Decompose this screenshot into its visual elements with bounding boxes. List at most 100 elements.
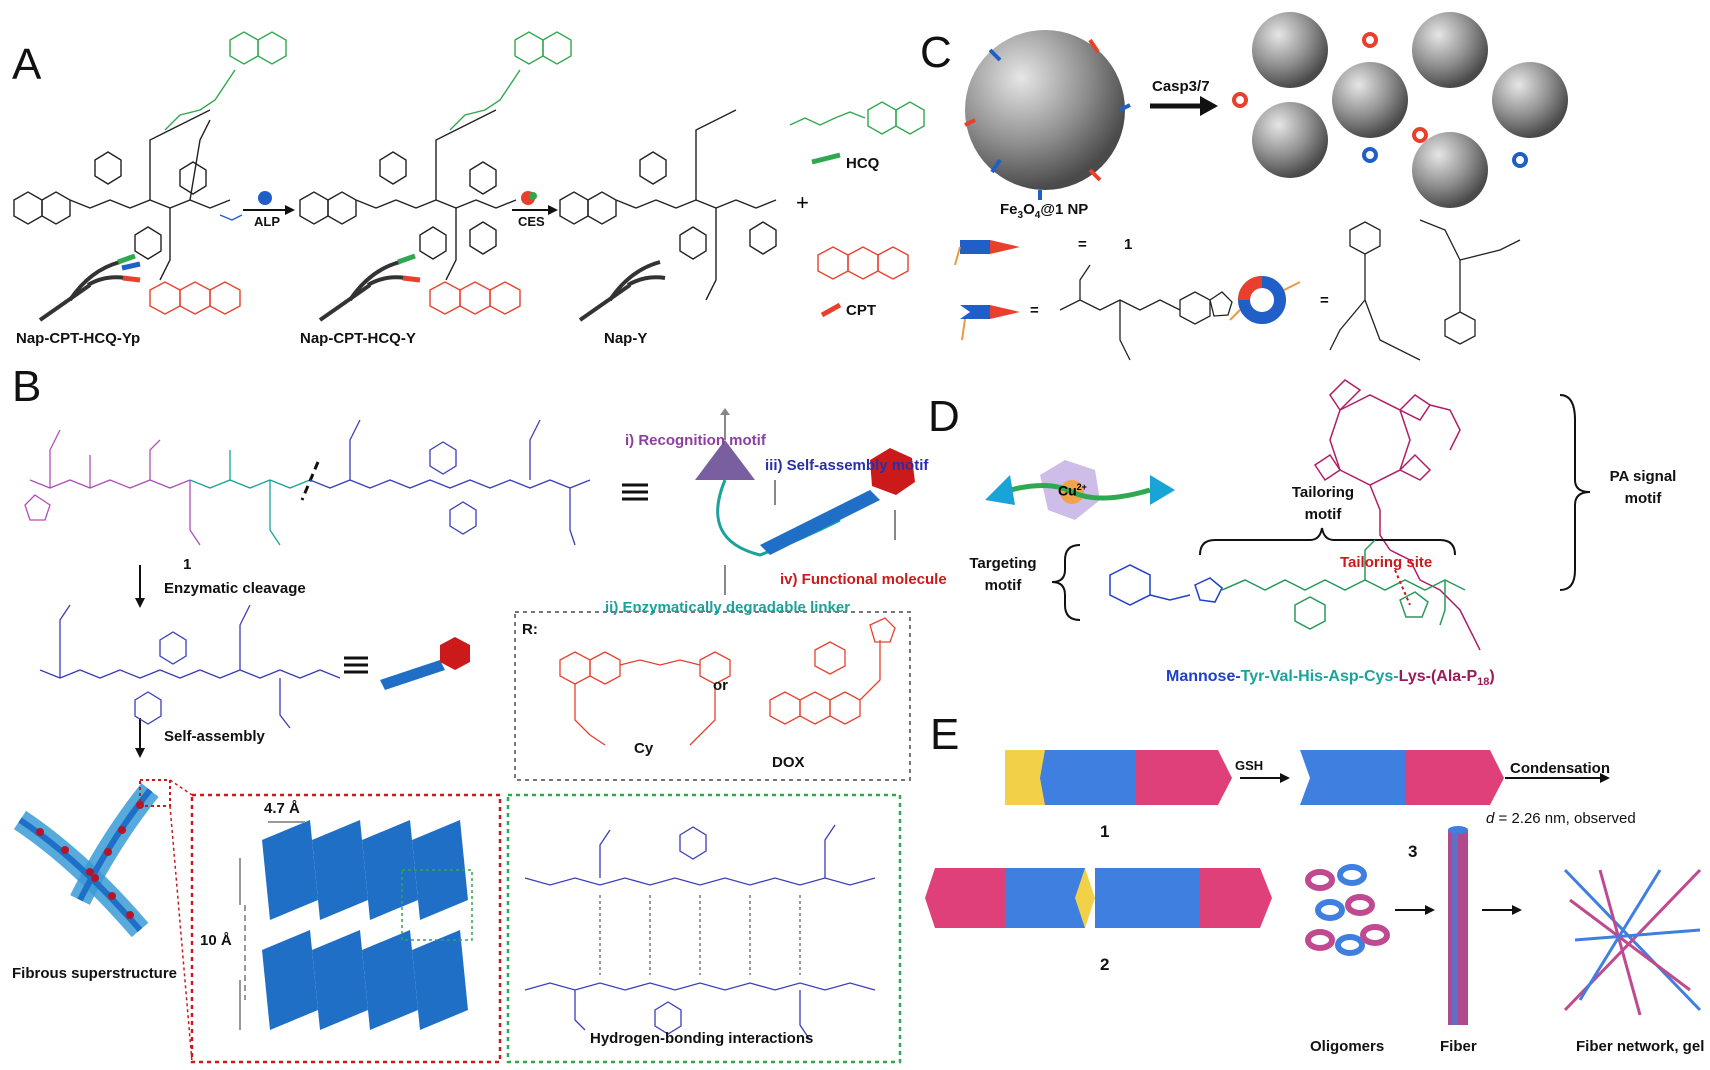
brace-pa: [1559, 394, 1591, 591]
nanoparticle-icon: [965, 30, 1125, 190]
recognition-motif-label: i) Recognition motif: [625, 432, 766, 449]
zoom-box-small: [139, 779, 171, 807]
assembled-functional-icon: [440, 637, 470, 670]
trident-2: [318, 253, 421, 322]
cpt-moiety-2: [429, 281, 521, 315]
zoom-box-red: [190, 793, 502, 1064]
tailoring-site-label: Tailoring site: [1340, 554, 1433, 571]
fibrous-superstructure-label: Fibrous superstructure: [12, 965, 178, 982]
legend-eq-2: =: [1030, 302, 1039, 319]
linker-structure: [189, 450, 311, 546]
arrow-alp: [243, 191, 295, 215]
compound-1-label-e: 1: [1100, 822, 1110, 841]
compound-1-label-b: 1: [183, 556, 192, 573]
cpt-label: CPT: [846, 302, 876, 319]
enzyme-alp-label: ALP: [254, 214, 280, 229]
stage-fiber: Fiber: [1440, 1038, 1477, 1055]
panel-d-letter: D: [928, 392, 960, 441]
assembled-strand-icon: [380, 660, 445, 690]
hbond-lines: [599, 895, 801, 975]
legend-eq-1: =: [1078, 236, 1087, 253]
stage-fiber-network: Fiber network, gel: [1576, 1038, 1705, 1055]
spacing-label-b: 10 Å: [200, 932, 232, 949]
plus-sign: +: [796, 190, 809, 215]
arrow-ces: [512, 191, 558, 215]
cu-label: Cu2+: [1058, 482, 1087, 499]
panel-a-letter: A: [12, 40, 42, 89]
nap-cpt-hcq-y-structure: [299, 109, 517, 281]
equivalent-sign-2: [344, 656, 368, 674]
peptide-d-structure: [1221, 539, 1466, 630]
hcq-rod-icon: [811, 152, 841, 165]
observed-diameter-label: d = 2.26 nm, observed: [1486, 810, 1636, 827]
r-label: R:: [522, 621, 538, 638]
or-label: or: [713, 677, 728, 694]
panel-b-letter: B: [12, 362, 42, 411]
brace-tailoring: [1199, 527, 1456, 556]
compound-1-bar: [1005, 750, 1232, 805]
hbond-box: [506, 793, 902, 1064]
self-assembly-structure: [309, 419, 591, 546]
cy-structure: [559, 651, 731, 746]
arrow-condensation: [1505, 773, 1610, 783]
cleavage-site-mark: [300, 461, 320, 501]
peptide-end-left-icon: [985, 475, 1015, 505]
nap-cpt-hcq-yp-structure: [13, 109, 231, 281]
pa-signal-label: PA signal motif: [1609, 468, 1677, 507]
legend-peptide-2: [960, 305, 1020, 341]
nanoparticle-label: Fe3O4@1 NP: [1000, 201, 1089, 221]
hcq-moiety-1: [164, 31, 287, 131]
stage-oligomers: Oligomers: [1310, 1038, 1385, 1055]
step-self-assembly: Self-assembly: [164, 728, 265, 745]
compound-3-label-e: 3: [1408, 842, 1418, 861]
arrow-casp: [1150, 96, 1218, 116]
functional-molecule-label: iv) Functional molecule: [780, 571, 947, 588]
nanoparticle-peptides: [964, 38, 1131, 200]
nap-y-structure: [559, 109, 777, 301]
cpt-rod-icon: [820, 302, 842, 318]
cleaved-peptide-structure: [39, 604, 341, 729]
trident-1: [38, 253, 141, 322]
functional-molecule-icon: [870, 448, 915, 495]
linker-label: ii) Enzymatically degradable linker: [605, 599, 851, 616]
tailoring-motif-label: Tailoring motif: [1291, 484, 1355, 523]
enzyme-ces-label: CES: [518, 214, 545, 229]
beta-strand-icon: [760, 490, 880, 555]
r-group-box: [514, 611, 911, 781]
condensation-label: Condensation: [1510, 760, 1610, 777]
legend-eq-3: =: [1320, 292, 1329, 309]
recognition-motif-structure: [24, 429, 201, 546]
legend-peptide-1: [954, 240, 1020, 266]
casp-label: Casp3/7: [1152, 78, 1210, 95]
self-assembly-motif-label: iii) Self-assembly motif: [765, 457, 929, 474]
hbond-peptide-bottom: [524, 982, 876, 1041]
arrow-gsh: [1240, 773, 1290, 783]
oligomers-icon: [1305, 864, 1390, 956]
fiber-network-icon: [1563, 868, 1702, 1016]
step-enzymatic-cleavage: Enzymatic cleavage: [164, 580, 306, 597]
cpt-moiety-1: [149, 281, 241, 315]
tailoring-site-mark: [1394, 569, 1411, 606]
hcq-product-structure: [789, 101, 925, 135]
hbond-label: Hydrogen-bonding interactions: [590, 1030, 814, 1047]
mannose-structure: [1109, 564, 1223, 606]
spacing-arrows: [239, 821, 305, 1030]
fibrous-superstructure-icon: [13, 783, 159, 938]
monomer-structure: [1059, 264, 1233, 361]
compound-label-y: Nap-CPT-HCQ-Y: [300, 330, 416, 347]
aggregate-spheres: [1252, 12, 1568, 208]
compound-2-label-e: 2: [1100, 955, 1110, 974]
peptide-end-right-icon: [1150, 475, 1175, 505]
targeting-motif-label: Targeting motif: [969, 555, 1037, 594]
legend-compound-1: 1: [1124, 236, 1133, 253]
hbond-peptide-top: [524, 824, 876, 886]
hcq-moiety-2: [449, 31, 572, 131]
arrow-to-network: [1482, 905, 1522, 915]
panel-e-letter: E: [930, 710, 960, 759]
compound-label-yp: Nap-CPT-HCQ-Yp: [16, 330, 141, 347]
